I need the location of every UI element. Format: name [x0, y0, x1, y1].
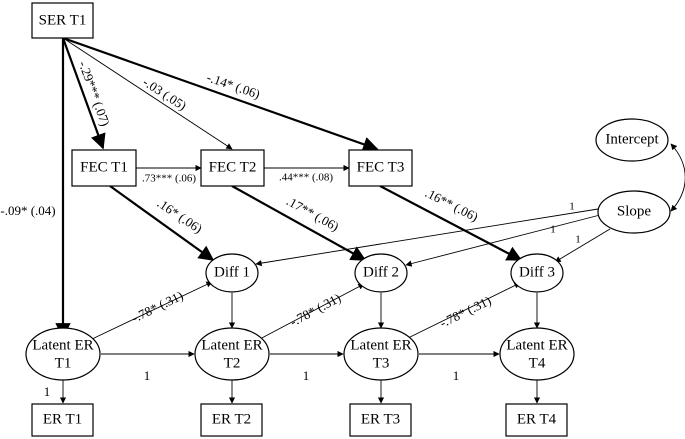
edge-intercept-slope-covariance — [670, 143, 685, 212]
label-slope-to-diff3: 1 — [575, 234, 581, 246]
node-fec-t3: FEC T3 — [348, 149, 413, 187]
node-ser-t1: SER T1 — [31, 2, 94, 39]
node-diff1-label: Diff 1 — [214, 264, 250, 280]
edge-ser-to-fec2 — [62, 37, 233, 150]
label-latent1-to-er1: 1 — [44, 384, 51, 399]
edges — [55, 36, 685, 404]
node-latent-er-t4: Latent ER T4 — [499, 327, 575, 381]
label-ser-to-latent1: -.09* (.04) — [0, 203, 55, 218]
label-fec1-to-fec2: .73*** (.06) — [142, 173, 196, 185]
node-er-t2: ER T2 — [200, 403, 263, 437]
edge-latent1-to-diff1 — [89, 281, 213, 341]
node-er-t3-label: ER T3 — [361, 411, 400, 427]
label-latent3-to-latent4: 1 — [453, 368, 460, 383]
node-fec-t3-label: FEC T3 — [357, 159, 405, 175]
label-slope-to-diff2: 1 — [550, 224, 556, 236]
label-latent1-to-latent2: 1 — [144, 368, 151, 383]
node-er-t1: ER T1 — [31, 403, 94, 437]
label-latent2-to-latent3: 1 — [303, 368, 310, 383]
node-fec-t2: FEC T2 — [200, 149, 265, 187]
node-latent-er-t4-line2: T4 — [529, 355, 546, 371]
node-er-t4-label: ER T4 — [517, 411, 557, 427]
node-latent-er-t2-line2: T2 — [224, 355, 241, 371]
label-ser-to-fec3: -.14* (.06) — [205, 69, 262, 101]
node-er-t3: ER T3 — [349, 403, 412, 437]
node-er-t2-label: ER T2 — [212, 411, 251, 427]
node-ser-t1-label: SER T1 — [39, 12, 87, 28]
edge-ser-to-fec1 — [61, 37, 106, 150]
node-diff2-label: Diff 2 — [363, 264, 399, 280]
node-latent-er-t3-line1: Latent ER — [350, 337, 411, 353]
node-slope-label: Slope — [617, 203, 652, 219]
node-latent-er-t3: Latent ER T3 — [343, 327, 419, 381]
label-ser-to-fec1: -.29*** (.07) — [76, 59, 113, 128]
label-latent2-to-diff2: -.78* (.31) — [287, 290, 343, 329]
edge-latent2-to-diff2 — [257, 283, 365, 341]
node-fec-t1: FEC T1 — [71, 149, 137, 187]
node-latent-er-t2: Latent ER T2 — [194, 327, 270, 381]
label-latent1-to-diff1: -.78* (.31) — [129, 288, 185, 326]
edge-ser-to-fec3 — [62, 36, 379, 152]
node-er-t1-label: ER T1 — [43, 411, 82, 427]
node-latent-er-t2-line1: Latent ER — [201, 337, 262, 353]
node-diff2: Diff 2 — [354, 253, 408, 293]
label-slope-to-diff1: 1 — [569, 201, 575, 213]
edge-slope-to-diff3 — [554, 228, 611, 263]
node-fec-t2-label: FEC T2 — [209, 159, 257, 175]
node-diff1: Diff 1 — [205, 253, 259, 293]
edge-fec3-to-diff3 — [379, 185, 523, 261]
node-latent-er-t1-line2: T1 — [55, 355, 72, 371]
edge-fec1-to-diff1 — [109, 185, 215, 261]
node-latent-er-t1: Latent ER T1 — [25, 327, 101, 381]
label-latent3-to-diff3: -.78* (.31) — [437, 293, 493, 331]
node-fec-t1-label: FEC T1 — [80, 159, 128, 175]
label-fec1-to-diff1: .16* (.06) — [155, 195, 206, 236]
edge-slope-to-diff1 — [255, 208, 599, 267]
node-diff3: Diff 3 — [510, 253, 564, 293]
label-fec3-to-diff3: .16** (.06) — [423, 185, 481, 224]
node-latent-er-t1-line1: Latent ER — [32, 337, 93, 353]
node-latent-er-t3-line2: T3 — [373, 355, 390, 371]
node-slope: Slope — [597, 190, 671, 234]
label-fec2-to-fec3: .44*** (.08) — [279, 172, 333, 184]
edge-slope-to-diff2 — [405, 214, 601, 267]
edge-latent3-to-diff3 — [403, 282, 521, 341]
node-diff3-label: Diff 3 — [519, 264, 555, 280]
node-intercept-label: Intercept — [605, 131, 659, 147]
node-er-t4: ER T4 — [505, 403, 568, 437]
node-intercept: Intercept — [595, 118, 669, 162]
nodes: SER T1 FEC T1 FEC T2 FEC T3 Intercept Sl… — [25, 2, 671, 437]
label-fec2-to-diff2: .17** (.06) — [284, 193, 341, 234]
node-latent-er-t4-line1: Latent ER — [506, 337, 567, 353]
edge-fec2-to-diff2 — [231, 185, 367, 261]
